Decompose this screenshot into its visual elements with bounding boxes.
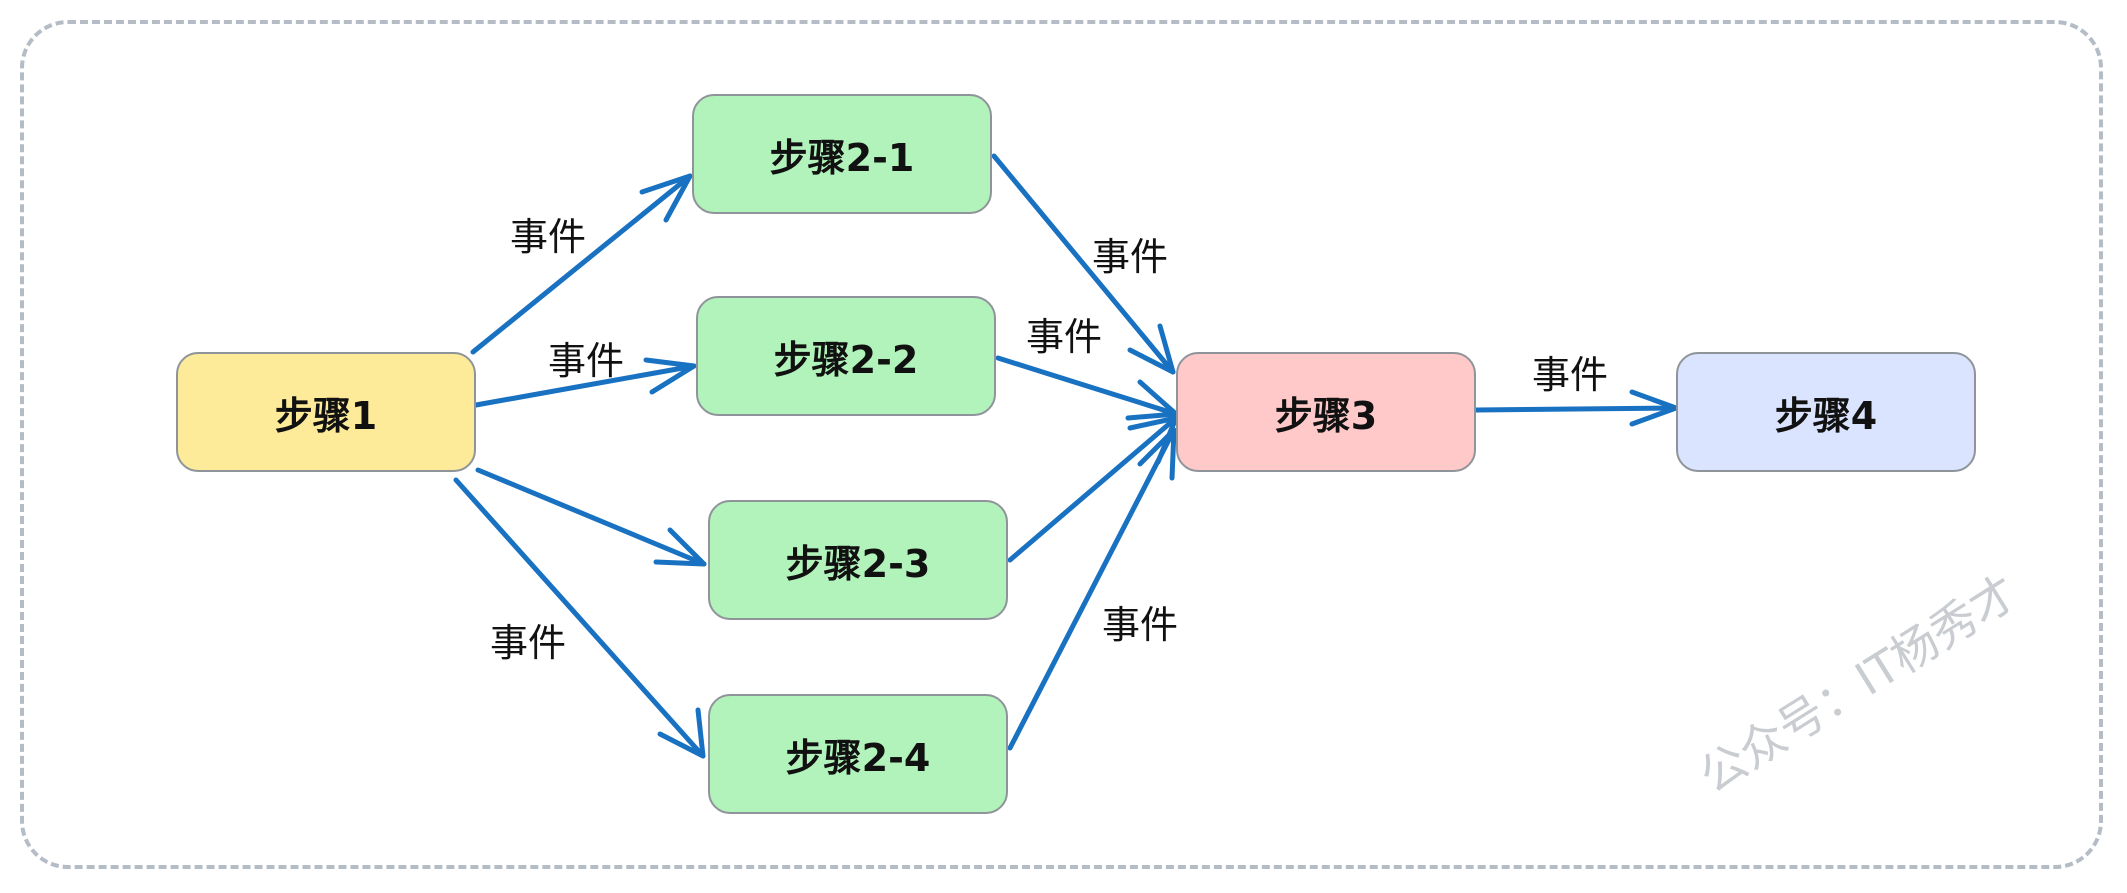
edge-label-event: 事件: [510, 215, 587, 259]
edge-step1-step2-1: [470, 173, 693, 355]
edge-step2-3-step3: [1007, 415, 1179, 563]
node-step2-4: 步骤2-4: [708, 694, 1008, 814]
edge-label-event: 事件: [490, 621, 567, 665]
edge-step1-step2-4: [453, 477, 706, 759]
edge-label-event: 事件: [1026, 315, 1103, 359]
edge-label-event: 事件: [1532, 353, 1609, 397]
node-step1: 步骤1: [176, 352, 476, 472]
node-step2-3: 步骤2-3: [708, 500, 1008, 620]
edge-step2-4-step3: [1007, 427, 1177, 751]
edge-label-event: 事件: [548, 339, 625, 383]
node-step2-2: 步骤2-2: [696, 296, 996, 416]
node-step3: 步骤3: [1176, 352, 1476, 472]
edge-step2-2-step3: [995, 355, 1179, 421]
edge-step1-step2-3: [475, 467, 707, 567]
dashed-frame: [20, 20, 2103, 869]
edge-label-event: 事件: [1092, 235, 1169, 279]
edge-step2-1-step3: [991, 153, 1176, 375]
edge-label-event: 事件: [1102, 603, 1179, 647]
node-step4: 步骤4: [1676, 352, 1976, 472]
edge-step1-step2-2: [473, 357, 697, 408]
node-step2-1: 步骤2-1: [692, 94, 992, 214]
